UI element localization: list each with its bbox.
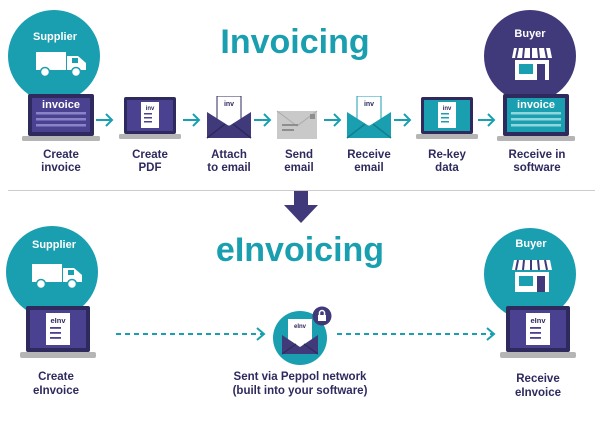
create-einvoice-line2: eInvoice	[32, 385, 80, 397]
create-einvoice-label: Create eInvoice	[16, 370, 96, 398]
einv-doc-text-2: eInv	[530, 316, 546, 325]
step-label-rekey-data: Re-key data	[407, 149, 487, 175]
envelope-doc-text-2: inv	[364, 101, 374, 108]
step-label-line2: software	[513, 162, 561, 174]
doc-text-2: inv	[443, 106, 452, 112]
step-label-line2: invoice	[41, 162, 81, 174]
lock-icon	[312, 306, 332, 326]
down-arrow-icon	[284, 191, 318, 223]
dashed-flow-arrows	[116, 327, 496, 341]
step-label-attach-email: Attach to email	[189, 149, 269, 175]
step-label-line1: Send	[284, 149, 314, 161]
receive-einvoice-label: Receive eInvoice	[498, 372, 578, 400]
laptop-screen-text-2: invoice	[517, 99, 555, 111]
step-label-line2: email	[354, 162, 384, 174]
send-email-envelope-icon	[276, 110, 318, 139]
einvoicing-title: eInvoicing	[215, 231, 385, 269]
buyer-label-bottom: Buyer	[515, 238, 547, 250]
receive-einvoice-line2: eInvoice	[514, 387, 562, 399]
doc-text: inv	[146, 106, 155, 112]
create-einvoice-laptop-icon: eInv	[20, 306, 96, 358]
step-label-line1: Create	[132, 149, 168, 161]
invoicing-title: Invoicing	[220, 23, 370, 61]
peppol-network-line2: (built into your software)	[232, 385, 368, 397]
step-label-create-invoice: Create invoice	[21, 149, 101, 175]
store-icon	[512, 47, 552, 80]
einv-doc-text: eInv	[50, 316, 66, 325]
rekey-data-laptop-icon: inv	[416, 97, 478, 139]
step-label-send-email: Send email	[259, 149, 339, 175]
laptop-screen-text: invoice	[42, 99, 80, 111]
step-label-line1: Re-key	[428, 149, 466, 161]
section-divider	[8, 190, 595, 191]
step-label-line2: data	[435, 162, 459, 174]
step-label-line1: Create	[43, 149, 79, 161]
receive-einvoice-line1: Receive	[516, 373, 560, 385]
peppol-doc-text: eInv	[294, 324, 307, 330]
step-label-line1: Receive	[347, 149, 391, 161]
step-label-receive-software: Receive in software	[497, 149, 577, 175]
envelope-doc-text: inv	[224, 101, 234, 108]
peppol-network-label: Sent via Peppol network (built into your…	[200, 370, 400, 398]
create-pdf-laptop-icon: inv	[119, 97, 181, 139]
supplier-label: Supplier	[32, 31, 77, 43]
truck-icon-bottom	[32, 264, 82, 290]
receive-software-laptop-icon: invoice	[497, 94, 575, 141]
buyer-label: Buyer	[514, 28, 546, 40]
store-icon-bottom	[512, 259, 552, 292]
step-label-receive-email: Receive email	[329, 149, 409, 175]
step-label-create-pdf: Create PDF	[110, 149, 190, 175]
step-label-line1: Receive in	[508, 149, 566, 161]
step-label-line2: PDF	[138, 162, 162, 174]
create-einvoice-line1: Create	[38, 371, 74, 383]
step-label-line2: to email	[207, 162, 251, 174]
attach-email-envelope-icon: inv	[206, 96, 252, 139]
receive-einvoice-laptop-icon: eInv	[500, 306, 576, 358]
peppol-network-line1: Sent via Peppol network	[233, 371, 367, 383]
create-invoice-laptop-icon: invoice	[22, 94, 100, 141]
supplier-label-bottom: Supplier	[31, 239, 76, 251]
peppol-network-circle: eInv	[273, 311, 327, 365]
top-flow-arrows	[96, 113, 496, 127]
receive-email-envelope-icon: inv	[346, 96, 392, 139]
step-label-line1: Attach	[211, 149, 247, 161]
truck-icon	[36, 52, 86, 78]
step-label-line2: email	[284, 162, 314, 174]
